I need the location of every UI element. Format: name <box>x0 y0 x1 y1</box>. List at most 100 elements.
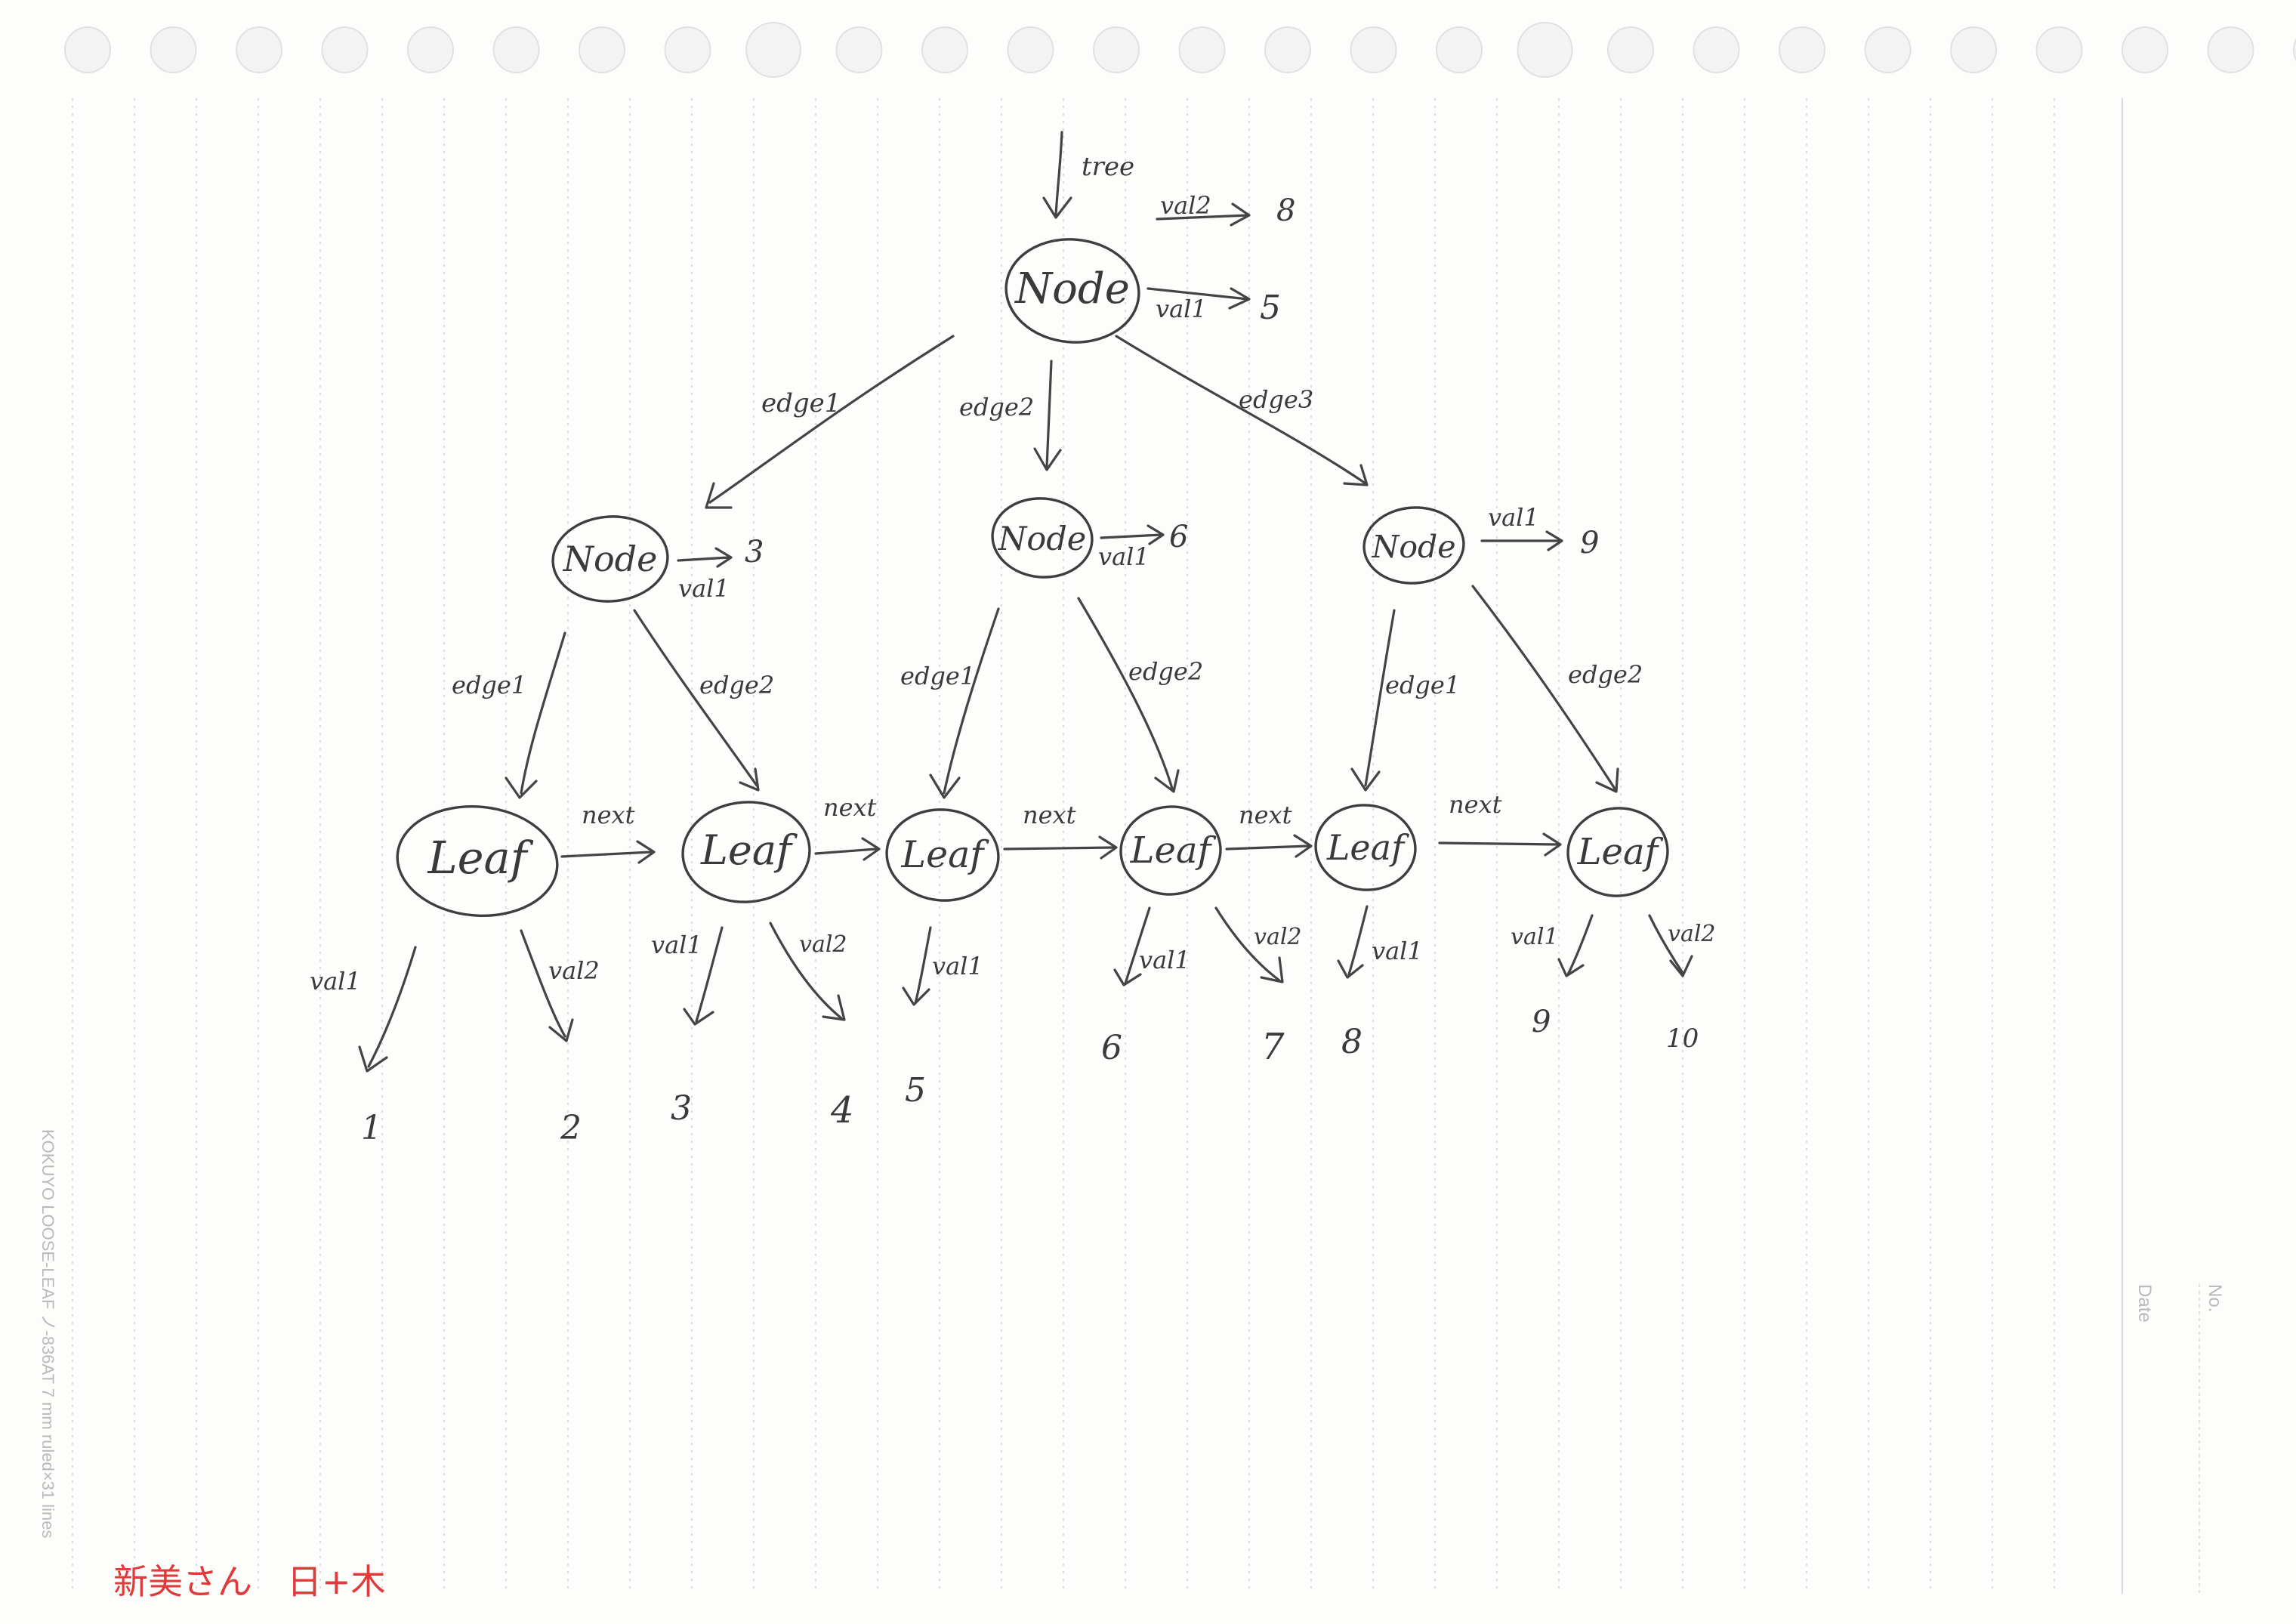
binder-hole <box>1607 26 1654 73</box>
root-val1-value: 5 <box>1260 289 1281 327</box>
node-outline <box>1119 805 1222 896</box>
edge-n3-l6: edge2 <box>1471 585 1643 793</box>
binder-hole <box>2207 26 2254 73</box>
root-val2-value: 8 <box>1276 193 1295 228</box>
l4-val2-arrow-head <box>1260 956 1284 983</box>
l5-val1-label: val1 <box>1372 937 1423 965</box>
edge-root-n1-label: edge1 <box>761 388 841 418</box>
node-outline <box>681 801 811 903</box>
root-val1-arrow-head <box>1228 287 1251 310</box>
node-outline <box>1362 506 1465 585</box>
l2-val2-label: val2 <box>799 931 847 958</box>
l1-val1-arrow-head <box>358 1045 388 1073</box>
edge-root-n3-line <box>1115 335 1367 485</box>
root-val1-label: val1 <box>1156 295 1207 323</box>
next-l2-l3-line <box>814 848 878 855</box>
edge-n2-l3-line <box>943 607 1000 795</box>
edge-n1-l2: edge2 <box>633 609 774 792</box>
node-outline <box>396 804 559 918</box>
l4-val1-arrow-shaft <box>1124 906 1151 985</box>
n1-val1-arrow-shaft <box>677 556 730 562</box>
node-outline <box>1314 804 1417 891</box>
binder-hole <box>2293 38 2296 62</box>
edge-root-n1-line <box>708 335 955 504</box>
l6-val2-label: val2 <box>1668 921 1716 947</box>
binder-hole <box>1779 26 1825 73</box>
n2-val1-arrow-shaft <box>1100 533 1163 539</box>
l4-val2-arrow-shaft <box>1214 906 1281 982</box>
l3-val1-arrow-head <box>902 986 930 1006</box>
node-label: Leaf <box>1577 831 1664 873</box>
node-outline <box>1004 238 1140 344</box>
l5-val1-arrow: val1 8 <box>1337 905 1423 1061</box>
l3-val1-arrow-shaft <box>914 926 932 1005</box>
edge-n1-l1: edge1 <box>452 631 566 799</box>
tree-diagram: tree val2 8 val1 5 edge1 edge2 <box>310 131 1716 1147</box>
edge-n2-l4-line <box>1077 597 1174 790</box>
edge-root-n2: edge2 <box>959 360 1062 471</box>
node-label: Leaf <box>427 832 533 884</box>
binder-hole <box>407 26 454 73</box>
tree-node-n2: Node <box>991 497 1094 579</box>
node-outline <box>551 515 669 603</box>
signature: 新美さん 日+木 <box>113 1561 386 1602</box>
tree-node-l1: Leaf <box>396 804 559 918</box>
l2-val1-label: val1 <box>651 931 702 959</box>
edge-root-n3-label: edge3 <box>1239 385 1313 414</box>
l2-val1-arrow-shaft <box>695 926 724 1023</box>
tree-node-l6: Leaf <box>1566 807 1669 897</box>
l4-val1-arrow-head <box>1113 968 1142 986</box>
node-label: Leaf <box>1130 829 1217 872</box>
entry-arrow-shaft <box>1054 131 1063 217</box>
n1-val1-label: val1 <box>678 574 730 603</box>
node-outline <box>1566 807 1669 897</box>
binder-hole <box>1517 22 1573 78</box>
l2-val1-value: 3 <box>671 1089 692 1128</box>
next-l1-l2-line <box>560 851 653 858</box>
l1-val1-arrow: val1 1 <box>310 946 417 1147</box>
n2-val1-value: 6 <box>1169 520 1188 554</box>
ruled-lines <box>72 98 2055 1594</box>
edge-n3-l5: edge1 <box>1350 609 1460 792</box>
binder-hole <box>1007 26 1054 73</box>
l6-val2-value: 10 <box>1666 1023 1699 1054</box>
no-label: No. <box>2205 1284 2225 1312</box>
binder-hole <box>150 26 197 73</box>
edge-n1-l1-head <box>505 776 538 799</box>
l4-val2-arrow: val2 7 <box>1214 906 1302 1068</box>
binder-hole <box>1436 26 1483 73</box>
binder-hole <box>1264 26 1311 73</box>
l2-val2-arrow-head <box>822 994 846 1021</box>
n1-val1-value: 3 <box>745 535 764 570</box>
edge-n3-l5-label: edge1 <box>1385 671 1460 699</box>
l4-val2-label: val2 <box>1254 924 1302 950</box>
edge-n3-l6-label: edge2 <box>1568 660 1643 689</box>
next-l5-l6-label: next <box>1449 790 1502 819</box>
l2-val2-arrow: val2 4 <box>769 922 854 1132</box>
next-l5-l6-line <box>1438 841 1559 846</box>
binder-hole <box>2035 26 2083 73</box>
l6-val1-label: val1 <box>1511 924 1559 950</box>
tree-node-n1: Node <box>551 515 669 603</box>
n3-val1-arrow-head <box>1545 530 1563 551</box>
tree-node-l5: Leaf <box>1314 804 1417 891</box>
binder-hole <box>64 26 111 73</box>
binder-hole <box>835 26 883 73</box>
edge-n1-l2-head <box>739 767 760 792</box>
l1-val1-value: 1 <box>361 1109 382 1147</box>
l1-val2-arrow-head <box>548 1018 574 1042</box>
edge-root-n2-head <box>1033 447 1062 471</box>
edge-n2-l4: edge2 <box>1077 597 1203 793</box>
l4-val1-arrow: val1 6 <box>1101 906 1190 1067</box>
l5-val1-arrow-shaft <box>1347 905 1369 976</box>
edge-n2-l3: edge1 <box>900 607 1000 799</box>
edge-n2-l4-label: edge2 <box>1128 657 1203 686</box>
node-label: Node <box>563 539 658 579</box>
edge-root-n3-head <box>1343 464 1369 486</box>
edge-root-n2-line <box>1045 360 1053 468</box>
l2-val1-arrow-head <box>683 1008 714 1026</box>
binder-hole <box>1093 26 1140 73</box>
tree-node-l3: Leaf <box>885 808 1000 902</box>
